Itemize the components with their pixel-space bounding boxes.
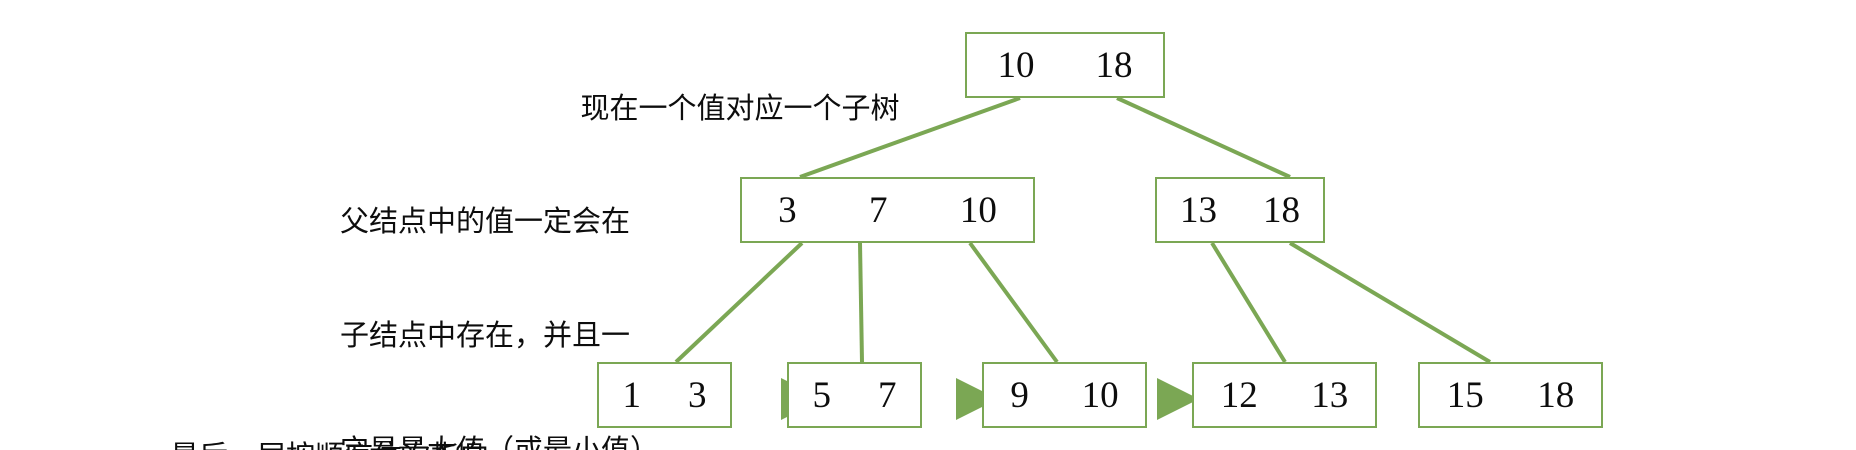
leaf-node-4-key-1: 13 (1311, 374, 1349, 416)
edge-root-to-internal-right (1116, 96, 1291, 179)
annotation-bottom-line-1: 最后一层按顺序依次指向 (170, 437, 570, 450)
leaf-node-2[interactable]: 5 7 (787, 362, 922, 428)
leaf-node-3-key-1: 10 (1081, 374, 1119, 416)
edge-internal-right-to-leaf-5 (1288, 241, 1492, 364)
leaf-node-5-key-1: 18 (1537, 374, 1575, 416)
internal-node-right[interactable]: 13 18 (1155, 177, 1325, 243)
edge-internal-left-to-leaf-2 (858, 242, 864, 363)
annotation-left-line-1: 父结点中的值一定会在 (340, 203, 631, 238)
edge-internal-left-to-leaf-3 (968, 241, 1059, 364)
leaf-node-5-key-0: 15 (1446, 374, 1484, 416)
root-node-key-0: 10 (997, 44, 1035, 86)
edge-internal-right-to-leaf-4 (1210, 241, 1287, 364)
leaf-node-3[interactable]: 9 10 (982, 362, 1147, 428)
internal-node-left-key-2: 10 (959, 189, 997, 231)
internal-node-right-key-0: 13 (1180, 189, 1217, 231)
annotation-top-line-1: 现在一个值对应一个子树 (580, 90, 900, 125)
leaf-node-4-key-0: 12 (1220, 374, 1258, 416)
leaf-node-1-key-1: 3 (688, 374, 707, 416)
leaf-node-5[interactable]: 15 18 (1418, 362, 1603, 428)
root-node-key-1: 18 (1095, 44, 1133, 86)
annotation-left: 父结点中的值一定会在 子结点中存在，并且一 定是最大值（或最小值） 这里是最大值 (340, 125, 670, 450)
internal-node-left-key-0: 3 (778, 189, 797, 231)
internal-node-right-key-1: 18 (1263, 189, 1300, 231)
internal-node-left-key-1: 7 (868, 189, 888, 231)
annotation-bottom: 最后一层按顺序依次指向 下一个结点，就像链表一样 (170, 360, 570, 450)
leaf-node-2-key-0: 5 (812, 374, 832, 416)
root-node[interactable]: 10 18 (965, 32, 1165, 98)
annotation-left-line-3: 定是最大值（或最小值） (340, 431, 670, 450)
leaf-node-2-key-1: 7 (878, 374, 897, 416)
leaf-node-3-key-0: 9 (1010, 374, 1029, 416)
internal-node-left[interactable]: 3 7 10 (740, 177, 1035, 243)
annotation-left-line-2: 子结点中存在，并且一 (340, 318, 631, 353)
leaf-node-4[interactable]: 12 13 (1192, 362, 1377, 428)
edge-internal-left-to-leaf-1 (674, 241, 804, 364)
